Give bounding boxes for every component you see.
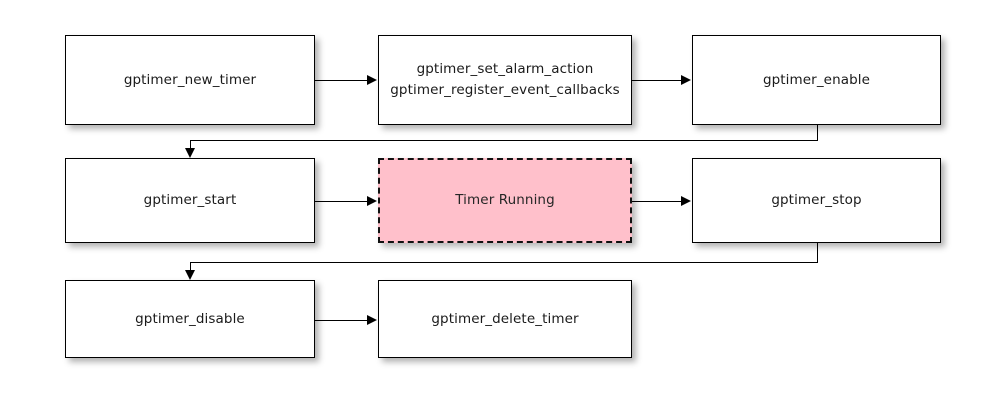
node-label: gptimer_start bbox=[143, 192, 237, 209]
node-label: gptimer_disable bbox=[135, 310, 245, 327]
node-label-line-2: gptimer_register_event_callbacks bbox=[390, 82, 620, 98]
edge-enable-to-start-horizontal bbox=[190, 140, 818, 141]
node-gptimer-set-alarm-action[interactable]: gptimer_set_alarm_action gptimer_registe… bbox=[378, 35, 632, 125]
node-label: gptimer_stop bbox=[771, 192, 862, 209]
edge-stop-drop bbox=[817, 243, 818, 263]
arrowhead-config-in bbox=[367, 75, 377, 85]
edge-disable-to-delete-timer bbox=[315, 320, 368, 321]
node-gptimer-stop[interactable]: gptimer_stop bbox=[692, 158, 941, 243]
arrowhead-running-in bbox=[367, 196, 377, 206]
node-gptimer-delete-timer[interactable]: gptimer_delete_timer bbox=[378, 280, 632, 358]
arrowhead-disable-in bbox=[185, 270, 195, 280]
arrowhead-enable-in bbox=[681, 75, 691, 85]
arrowhead-delete-timer-in bbox=[367, 315, 377, 325]
edge-enable-to-start-vertical bbox=[190, 140, 191, 152]
edge-enable-drop bbox=[817, 125, 818, 141]
node-timer-running[interactable]: Timer Running bbox=[378, 158, 632, 243]
node-gptimer-start[interactable]: gptimer_start bbox=[65, 158, 315, 243]
node-gptimer-enable[interactable]: gptimer_enable bbox=[692, 35, 941, 125]
node-gptimer-new-timer[interactable]: gptimer_new_timer bbox=[65, 35, 315, 125]
edge-stop-to-disable-vertical bbox=[190, 262, 191, 272]
edge-start-to-running bbox=[315, 201, 368, 202]
arrowhead-stop-in bbox=[681, 196, 691, 206]
node-gptimer-disable[interactable]: gptimer_disable bbox=[65, 280, 315, 358]
edge-running-to-stop bbox=[632, 201, 682, 202]
node-label: gptimer_new_timer bbox=[123, 71, 257, 88]
node-label: gptimer_enable bbox=[762, 71, 871, 88]
node-label: Timer Running bbox=[455, 192, 555, 209]
node-label: gptimer_delete_timer bbox=[431, 310, 579, 327]
edge-config-to-enable bbox=[632, 80, 682, 81]
edge-stop-to-disable-horizontal bbox=[190, 262, 818, 263]
arrowhead-start-in bbox=[185, 148, 195, 158]
edge-new-timer-to-config bbox=[315, 80, 368, 81]
node-label-line-1: gptimer_set_alarm_action bbox=[416, 61, 594, 78]
